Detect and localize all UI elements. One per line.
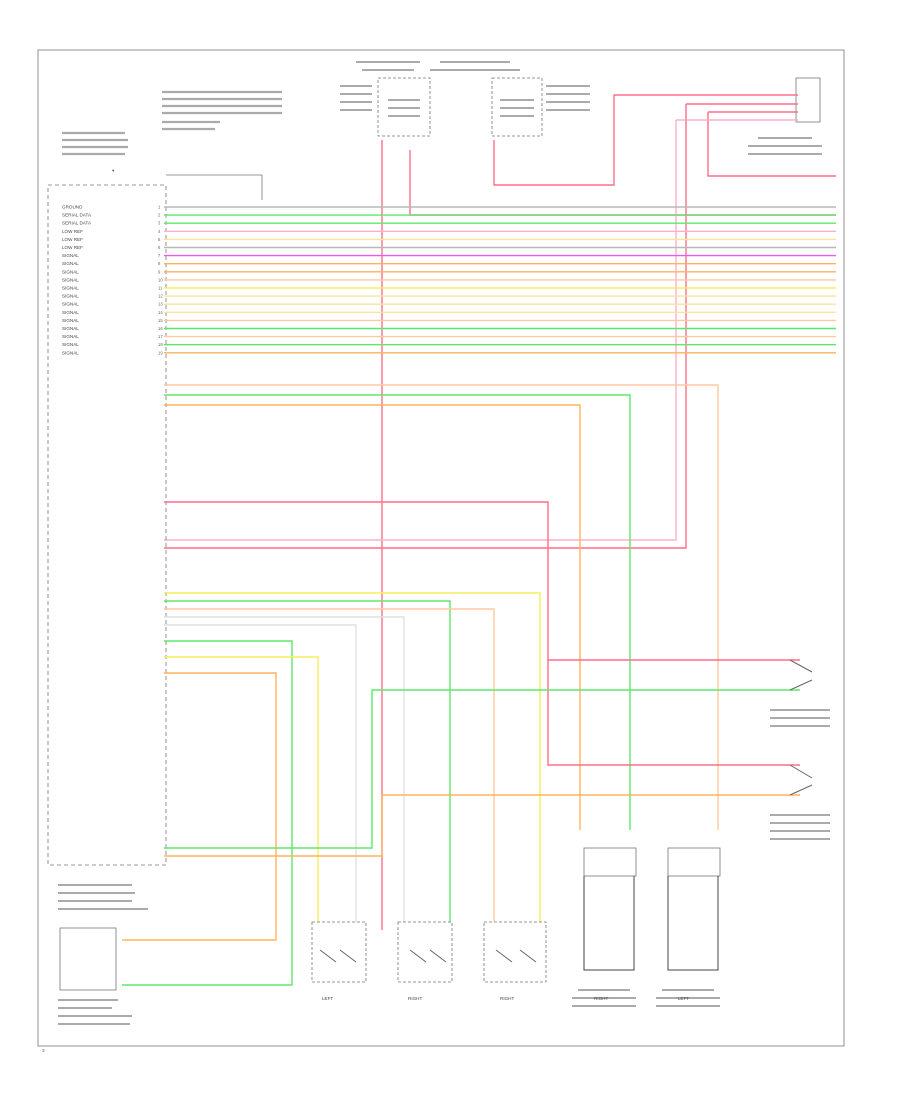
- pin-number: 9: [158, 269, 161, 274]
- pin-number: 14: [158, 310, 163, 315]
- pin-label: SIGNAL: [62, 294, 79, 299]
- component-caption: RIGHT: [500, 996, 514, 1001]
- seat-belt-switch: [770, 659, 830, 727]
- pin-number: 2: [158, 213, 161, 218]
- pin-label: LOW REF: [62, 237, 83, 242]
- pin-number: 6: [158, 245, 161, 250]
- pin-label: SERIAL DATA: [62, 221, 92, 226]
- pin-number: 10: [158, 277, 163, 282]
- pin-number: 7: [158, 253, 161, 258]
- top-power-wires: [164, 94, 836, 930]
- pin-label: SIGNAL: [62, 334, 79, 339]
- ground-symbol: ▾: [112, 168, 115, 173]
- component-caption: LEFT: [678, 996, 689, 1001]
- figure-id: 3: [42, 1048, 45, 1053]
- pin-label: SIGNAL: [62, 302, 79, 307]
- pin-label: LOW REF: [62, 229, 83, 234]
- pin-number: 17: [158, 334, 163, 339]
- fuse-block-1: [340, 61, 431, 137]
- seat-sensor-right: [572, 847, 637, 1007]
- pin-label: SIGNAL: [62, 269, 79, 274]
- pin-label: SIGNAL: [62, 318, 79, 323]
- component-caption: RIGHT: [594, 996, 608, 1001]
- pin-number: 15: [158, 318, 163, 323]
- seat-sensor-left: [656, 847, 721, 1007]
- top-left-note: [162, 90, 282, 131]
- diagram-border: [37, 49, 845, 1047]
- pin-number: 18: [158, 342, 163, 347]
- pin-number: 5: [158, 237, 161, 242]
- pin-label: GROUND: [62, 205, 83, 210]
- pin-number: 12: [158, 294, 163, 299]
- pin-number: 8: [158, 261, 161, 266]
- pin-label: SIGNAL: [62, 261, 79, 266]
- pin-label: SIGNAL: [62, 350, 79, 355]
- fuse-block-2: [430, 61, 590, 137]
- module-title-note: ▾: [62, 131, 128, 173]
- pin-number: 1: [158, 205, 161, 210]
- control-module: [47, 174, 263, 866]
- pin-label: SIGNAL: [62, 253, 79, 258]
- top-right-connector: [748, 77, 822, 155]
- pin-label: SIGNAL: [62, 310, 79, 315]
- pin-number: 19: [158, 350, 163, 355]
- pin-label: LOW REF: [62, 245, 83, 250]
- pin-label: SIGNAL: [62, 342, 79, 347]
- component-caption: RIGHT: [408, 996, 422, 1001]
- pin-number: 3: [158, 221, 161, 226]
- pin-number: 11: [158, 286, 163, 291]
- pin-label: SIGNAL: [62, 326, 79, 331]
- component-caption: LEFT: [322, 996, 333, 1001]
- middle-wires: [122, 384, 800, 986]
- bottom-captions: LEFT RIGHT RIGHT RIGHT LEFT: [322, 996, 689, 1001]
- passenger-presence-switch: [770, 764, 830, 840]
- bottom-left-component: [58, 884, 148, 1025]
- pin-number: 13: [158, 302, 163, 307]
- pin-number: 16: [158, 326, 163, 331]
- pin-label: SIGNAL: [62, 286, 79, 291]
- bottom-switch-group: [311, 921, 547, 983]
- pin-number: 4: [158, 229, 161, 234]
- pin-label: SERIAL DATA: [62, 213, 92, 218]
- pin-label: SIGNAL: [62, 277, 79, 282]
